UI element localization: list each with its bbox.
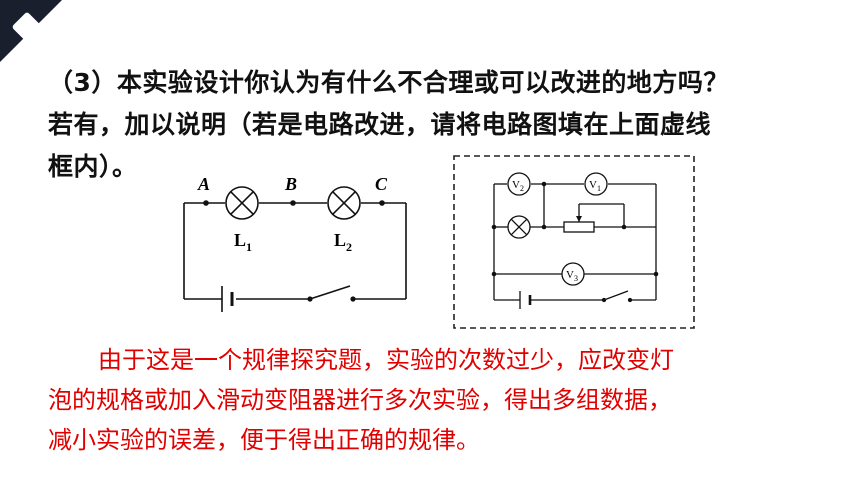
switch — [601, 290, 633, 303]
junction-c — [379, 200, 385, 206]
lamp-l2 — [327, 186, 361, 220]
v3-label: V3 — [566, 269, 578, 283]
junction-a — [203, 200, 209, 206]
question-line-1: （3）本实验设计你认为有什么不合理或可以改进的地方吗？ — [48, 68, 729, 97]
improved-circuit-box: V2 V1 V3 — [453, 155, 695, 329]
diamond-icon — [12, 12, 42, 42]
label-b: B — [284, 174, 297, 194]
rheostat — [563, 221, 595, 233]
switch — [307, 285, 356, 302]
question-text: （3）本实验设计你认为有什么不合理或可以改进的地方吗？ 若有，加以说明（若是电路… — [48, 62, 828, 188]
voltmeter-v1 — [584, 172, 608, 196]
answer-text: 由于这是一个规律探究题，实验的次数过少，应改变灯 泡的规格或加入滑动变阻器进行多… — [48, 340, 838, 460]
series-circuit-diagram: A B C L1 L2 — [183, 174, 407, 312]
label-a: A — [197, 174, 210, 194]
question-line-3: 框内）。 — [48, 152, 138, 181]
answer-line-3: 减小实验的误差，便于得出正确的规律。 — [48, 426, 480, 454]
label-l1: L1 — [234, 230, 252, 254]
label-c: C — [375, 174, 388, 194]
lamp-l1 — [225, 186, 259, 220]
junction-dots — [491, 181, 659, 277]
answer-line-1: 由于这是一个规律探究题，实验的次数过少，应改变灯 — [98, 346, 674, 374]
battery — [221, 286, 234, 312]
lamp — [507, 215, 531, 239]
voltmeter-v3 — [561, 262, 585, 286]
label-l2: L2 — [334, 230, 352, 254]
voltmeter-v2 — [507, 172, 531, 196]
dashed-border — [453, 155, 695, 329]
v2-label: V2 — [512, 179, 524, 193]
answer-line-2: 泡的规格或加入滑动变阻器进行多次实验，得出多组数据， — [48, 386, 672, 414]
junction-b — [290, 200, 296, 206]
battery — [519, 291, 532, 309]
corner-decoration — [0, 0, 62, 62]
question-line-2: 若有，加以说明（若是电路改进，请将电路图填在上面虚线 — [48, 110, 712, 139]
v1-label: V1 — [589, 179, 601, 193]
rheostat-arrow — [576, 216, 582, 222]
